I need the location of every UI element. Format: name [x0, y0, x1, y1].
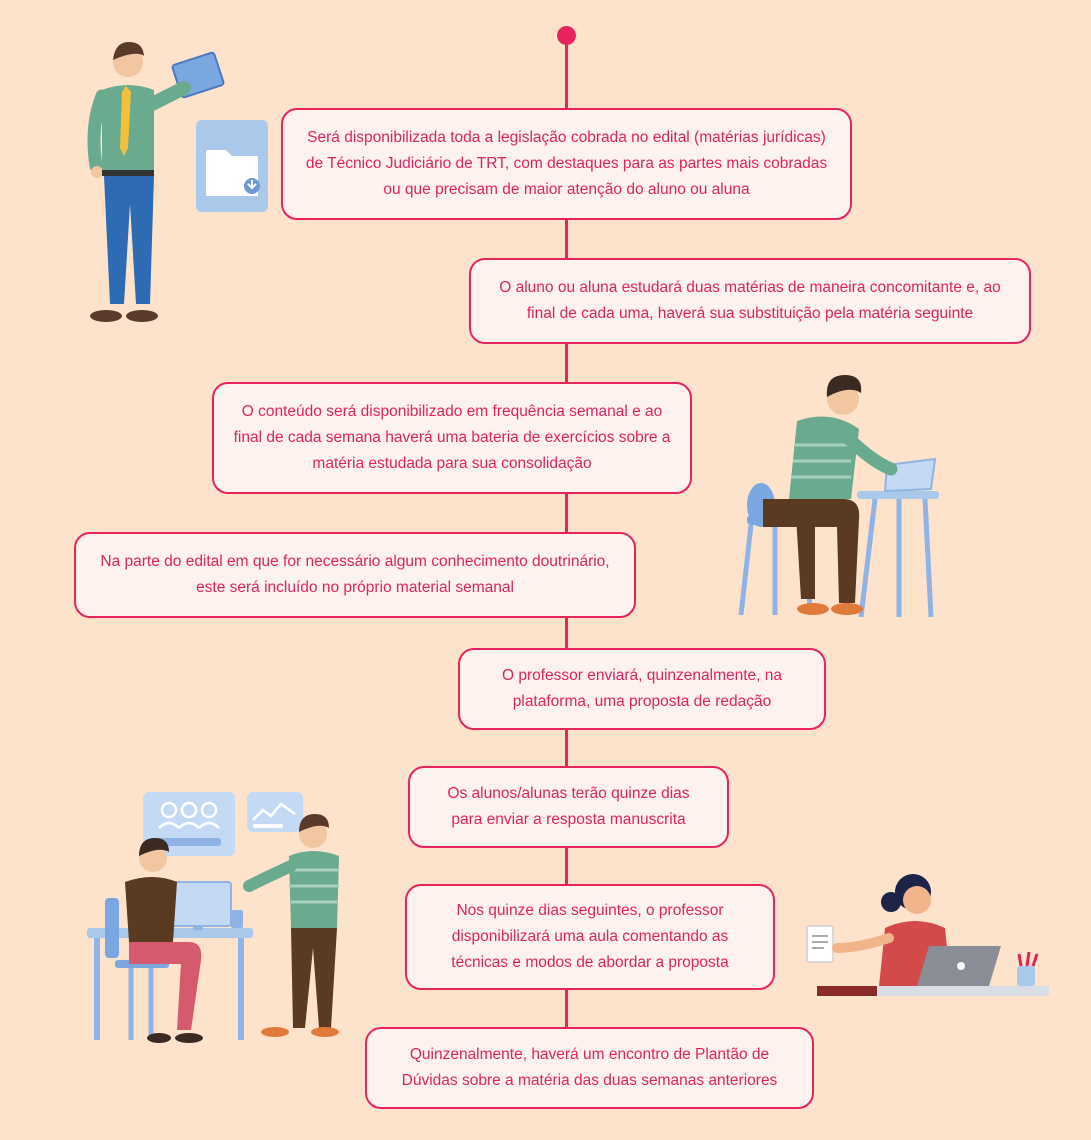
step-box-3: O conteúdo será disponibilizado em frequ… — [212, 382, 692, 494]
timeline-start-dot — [557, 26, 576, 45]
step-text: O aluno ou aluna estudará duas matérias … — [499, 279, 1001, 322]
step-box-4: Na parte do edital em que for necessário… — [74, 532, 636, 618]
team-meeting-computer-icon — [85, 790, 350, 1045]
student-laptop-desk-icon — [735, 375, 945, 620]
step-text: Na parte do edital em que for necessário… — [100, 553, 610, 596]
man-holding-document-icon — [80, 40, 280, 330]
step-box-1: Será disponibilizada toda a legislação c… — [281, 108, 852, 220]
step-box-5: O professor enviará, quinzenalmente, na … — [458, 648, 826, 730]
step-box-6: Os alunos/alunas terão quinze dias para … — [408, 766, 729, 848]
step-text: O conteúdo será disponibilizado em frequ… — [233, 403, 671, 472]
step-box-8: Quinzenalmente, haverá um encontro de Pl… — [365, 1027, 814, 1109]
step-text: Será disponibilizada toda a legislação c… — [305, 129, 828, 198]
step-text: O professor enviará, quinzenalmente, na … — [501, 667, 783, 710]
step-text: Quinzenalmente, haverá um encontro de Pl… — [401, 1046, 778, 1089]
step-box-7: Nos quinze dias seguintes, o professor d… — [405, 884, 775, 990]
step-box-2: O aluno ou aluna estudará duas matérias … — [469, 258, 1031, 344]
woman-laptop-document-icon — [805, 862, 1050, 1000]
step-text: Nos quinze dias seguintes, o professor d… — [451, 902, 729, 971]
step-text: Os alunos/alunas terão quinze dias para … — [447, 785, 690, 828]
